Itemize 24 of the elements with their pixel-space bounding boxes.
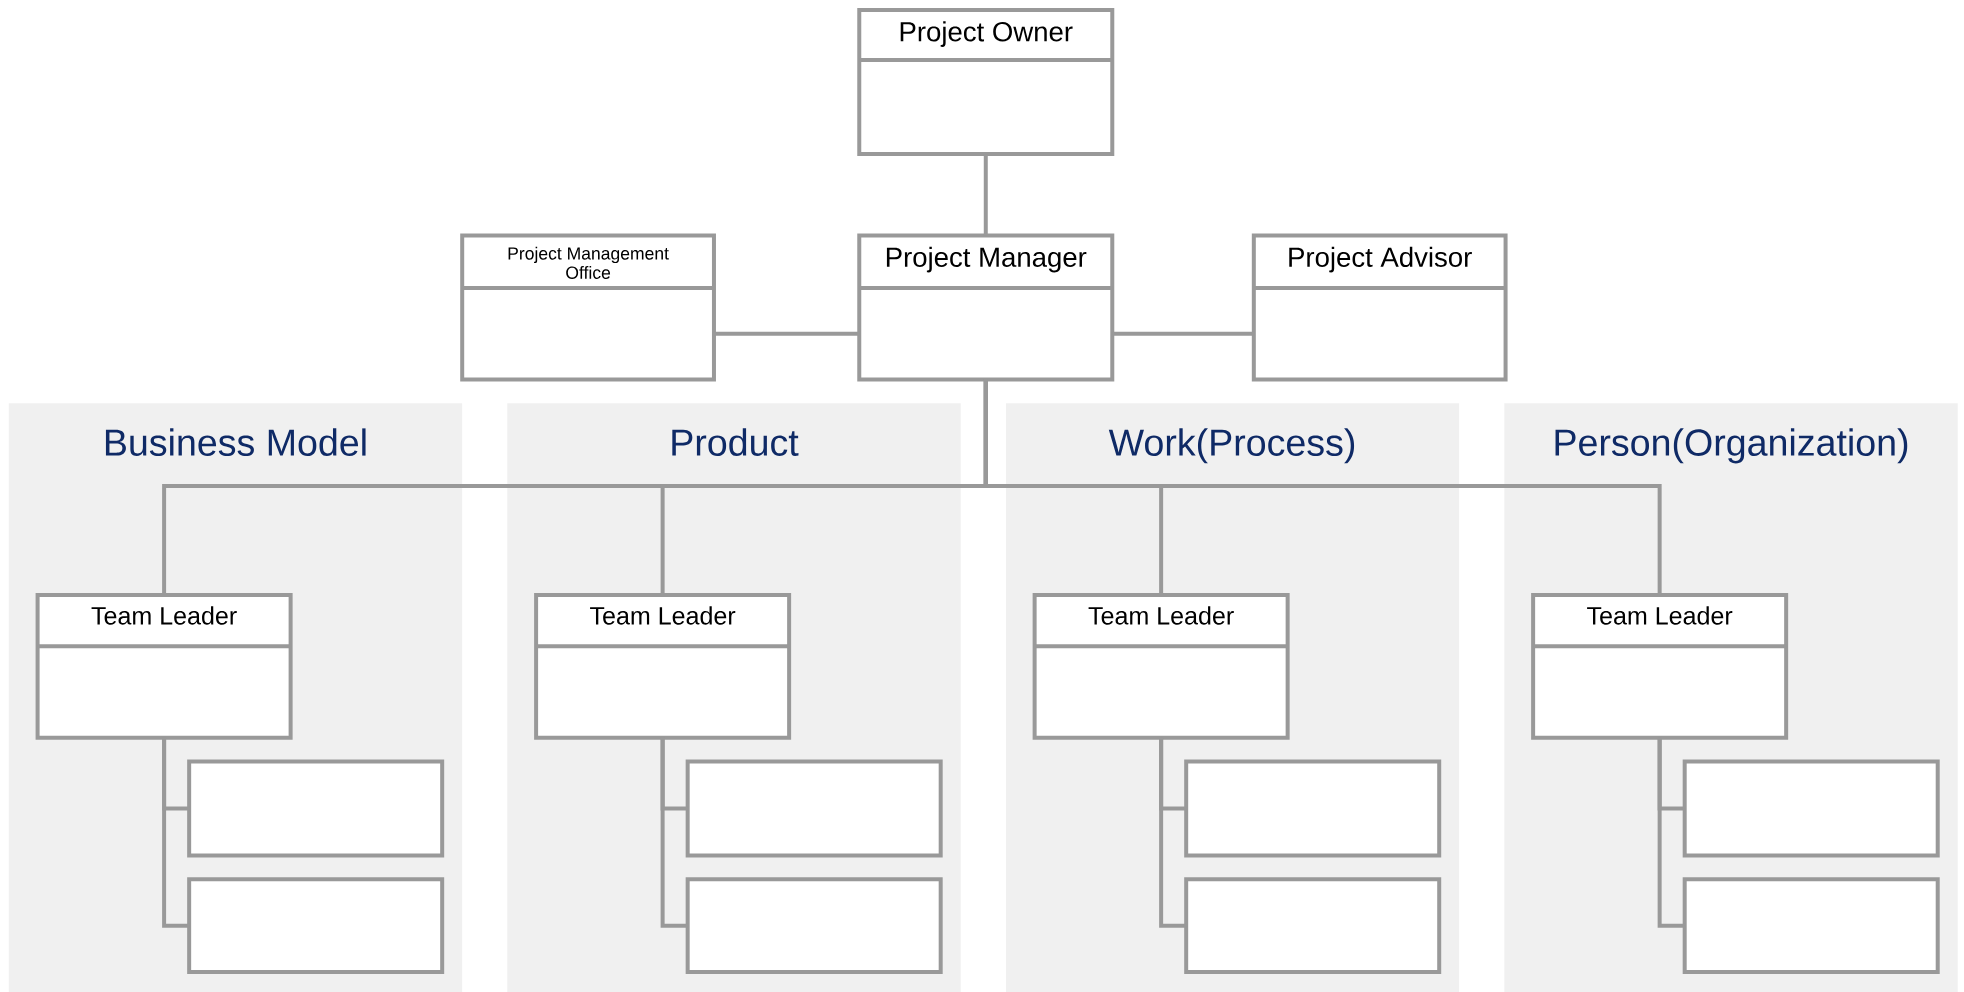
empty-box [1682, 877, 1940, 974]
connector-line [162, 737, 190, 928]
empty-box [1682, 759, 1940, 858]
role-box: Team Leader [1531, 592, 1789, 740]
role-box: Team Leader [1032, 592, 1290, 740]
empty-box [685, 877, 943, 974]
connector-line [983, 379, 1662, 595]
role-box: Team Leader [534, 592, 792, 740]
connector-line [1657, 737, 1685, 928]
role-box: Project Manager [857, 233, 1115, 382]
empty-box [187, 759, 445, 858]
role-box: Project Management Office [460, 233, 716, 382]
connector-line [1159, 737, 1187, 928]
empty-box [685, 759, 943, 858]
empty-box [187, 877, 445, 974]
connector-line [1112, 331, 1254, 336]
role-box: Project Owner [857, 8, 1115, 157]
connector-line [713, 331, 860, 336]
connector-line [660, 737, 688, 928]
empty-box [1184, 759, 1442, 858]
role-box: Team Leader [35, 592, 293, 740]
role-box: Project Advisor [1251, 233, 1508, 382]
connector-line [983, 154, 988, 236]
empty-box [1184, 877, 1442, 974]
